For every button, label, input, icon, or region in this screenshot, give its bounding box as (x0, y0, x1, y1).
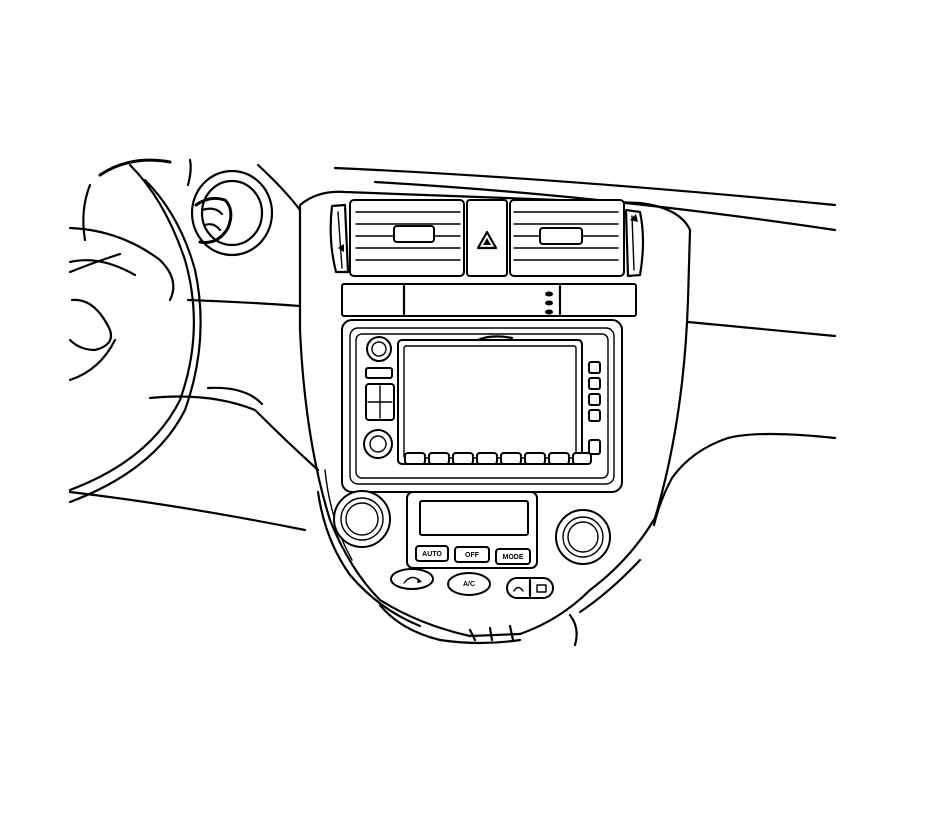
dashboard-outline (68, 163, 837, 532)
steering-wheel (68, 158, 202, 504)
defrost-buttons[interactable] (506, 577, 554, 599)
recirculation-button[interactable] (390, 568, 434, 590)
climate-button-mode-label: MODE (503, 554, 524, 561)
tune-knob[interactable] (363, 429, 393, 459)
climate-button-mode[interactable]: MODE (495, 548, 531, 565)
hazard-icon (476, 230, 498, 250)
radio-preset-buttons[interactable] (404, 452, 592, 465)
vent-direction-arrow-icon (630, 214, 638, 222)
temperature-knob[interactable] (333, 490, 391, 548)
rear-defrost-icon (536, 584, 547, 593)
climate-button-off-label: OFF (465, 552, 480, 559)
display-screen[interactable] (397, 335, 583, 465)
front-defrost-icon (513, 586, 524, 592)
volume-knob[interactable] (366, 336, 392, 362)
center-stack-bezel (298, 190, 692, 647)
climate-button-auto-label: AUTO (422, 551, 442, 558)
direction-pad[interactable] (365, 383, 395, 421)
air-vent-right (509, 199, 625, 277)
ac-button-label: A/C (463, 581, 475, 588)
hazard-button[interactable] (466, 199, 508, 277)
indicator-lights (545, 291, 553, 315)
air-vent-left (349, 199, 465, 277)
radio-left-button[interactable] (365, 367, 393, 379)
radio-right-buttons[interactable] (588, 361, 601, 455)
ac-button[interactable]: A/C (447, 572, 491, 596)
fan-speed-knob[interactable] (555, 509, 611, 565)
climate-button-off[interactable]: OFF (454, 546, 490, 563)
vent-left-side-control[interactable] (329, 203, 350, 274)
ignition-cylinder (190, 169, 274, 257)
info-strip (341, 283, 637, 317)
recirculation-icon (403, 576, 422, 584)
climate-button-auto[interactable]: AUTO (415, 545, 449, 562)
vent-direction-arrow-icon (338, 244, 344, 252)
vent-right-side-control[interactable] (624, 208, 645, 278)
